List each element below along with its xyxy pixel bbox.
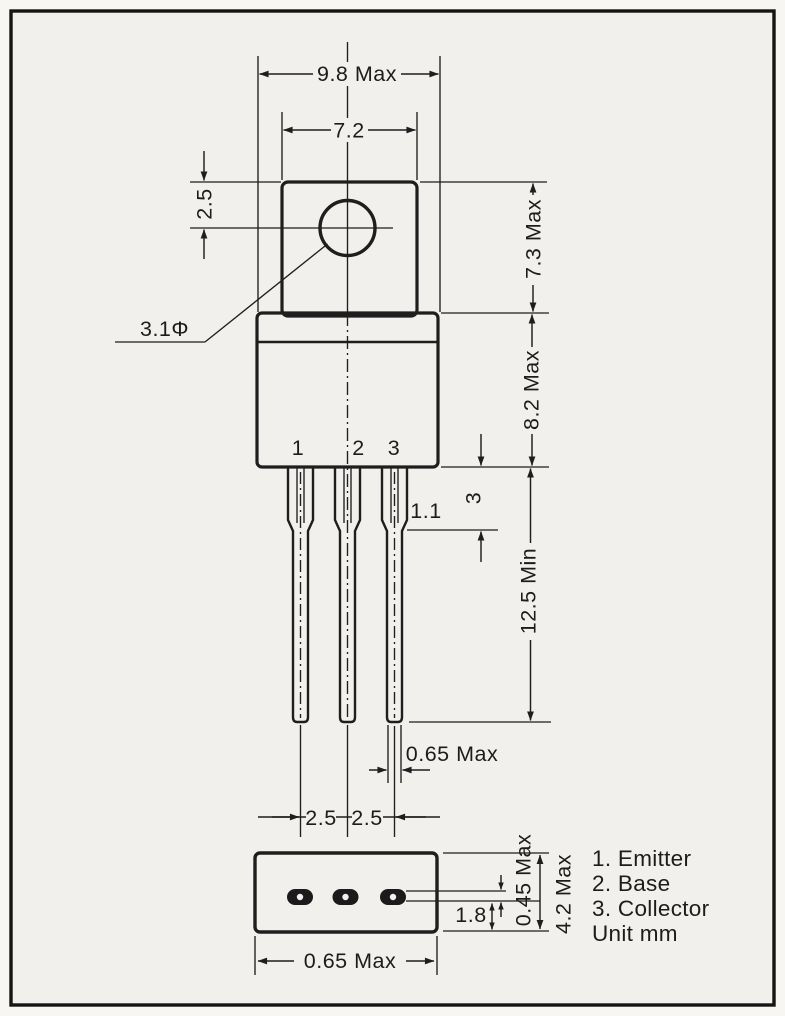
dim-hole-diameter: 3.1Φ (140, 317, 189, 341)
dim-tab-width: 7.2 (333, 119, 364, 143)
dim-lead-length: 12.5 Min (517, 548, 541, 634)
pin-2-label: 2 (352, 436, 364, 460)
lead-pads (287, 889, 406, 905)
dim-pitch-right: 2.5 (351, 806, 382, 830)
pin-legend: 1. Emitter 2. Base 3. Collector Unit mm (592, 846, 710, 946)
dim-body-height: 8.2 Max (520, 350, 544, 430)
extension-lines (190, 56, 551, 975)
dim-overall-width: 9.8 Max (317, 62, 397, 86)
label-masks (191, 62, 546, 974)
pin-1-label: 1 (292, 436, 304, 460)
page-frame (9, 9, 776, 1007)
dimension-labels: 9.8 Max 7.2 2.5 3.1Φ 7.3 Max 8.2 Max 3 1… (140, 62, 576, 973)
dim-package-thickness: 4.2 Max (552, 854, 576, 934)
legend-base: 2. Base (592, 871, 670, 896)
hole-leader-line (204, 243, 328, 343)
dim-pad-to-edge: 1.8 (455, 903, 486, 927)
dim-lead-width: 1.1 (410, 499, 441, 523)
dim-pad-thickness: 0.45 Max (512, 834, 536, 926)
mounting-hole (318, 198, 377, 258)
lead-1 (286, 467, 315, 724)
legend-unit: Unit mm (592, 921, 678, 946)
pin-3-label: 3 (388, 436, 400, 460)
legend-collector: 3. Collector (592, 896, 710, 921)
lead-3 (380, 467, 409, 724)
tab-outline (280, 180, 419, 318)
front-view (255, 311, 440, 724)
dim-pitch-left: 2.5 (305, 806, 336, 830)
lead-2 (333, 467, 362, 724)
body-outline (255, 311, 440, 469)
dim-tab-height: 7.3 Max (522, 199, 546, 279)
dim-lead-thickness: 0.65 Max (406, 742, 498, 766)
pin-numbers: 1 2 3 (292, 436, 400, 460)
paper (11, 11, 774, 1005)
bottom-view (253, 851, 439, 934)
legend-emitter: 1. Emitter (592, 846, 691, 871)
bottom-outline (253, 851, 439, 934)
dim-shoulder-length: 3 (462, 492, 486, 504)
top-view (115, 180, 419, 343)
dim-bottom-width: 0.65 Max (304, 949, 396, 973)
dim-hole-offset: 2.5 (193, 188, 217, 219)
